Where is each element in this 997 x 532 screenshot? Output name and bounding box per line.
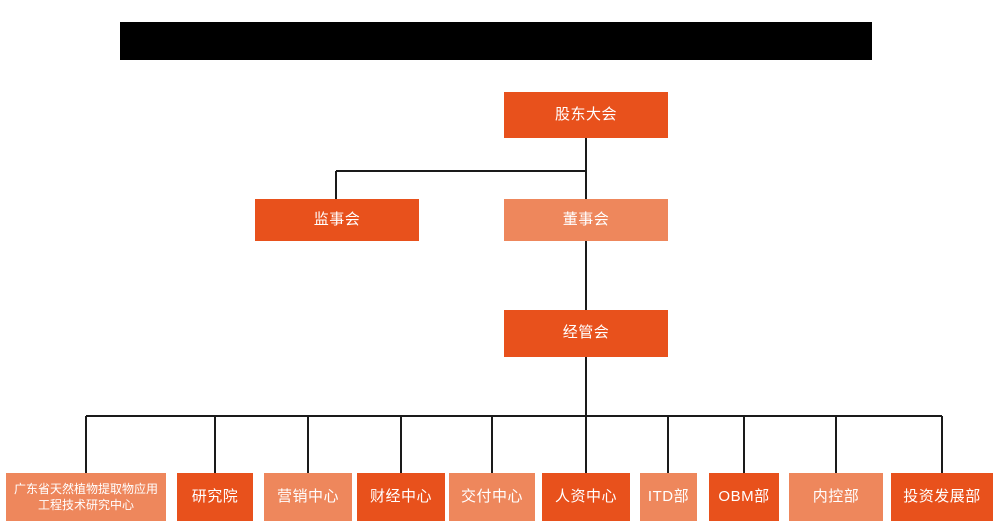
- node-shareholders[interactable]: 股东大会: [504, 92, 668, 138]
- node-label: 经管会: [562, 324, 610, 342]
- node-label: 内控部: [812, 487, 860, 505]
- node-internal-control-dept[interactable]: 内控部: [789, 473, 883, 521]
- node-investment-development-dept[interactable]: 投资发展部: [891, 473, 993, 521]
- node-delivery-center[interactable]: 交付中心: [449, 473, 535, 521]
- node-label: OBM部: [718, 487, 770, 505]
- node-label: 监事会: [313, 210, 361, 228]
- node-supervisors[interactable]: 监事会: [255, 199, 419, 241]
- node-management[interactable]: 经管会: [504, 310, 668, 357]
- node-label: 股东大会: [554, 105, 617, 123]
- node-label: 财经中心: [369, 487, 432, 505]
- node-obm-dept[interactable]: OBM部: [709, 473, 779, 521]
- title-banner: [120, 22, 872, 60]
- node-research-center[interactable]: 广东省天然植物提取物应用工程技术研究中心: [6, 473, 166, 521]
- node-hr-center[interactable]: 人资中心: [542, 473, 630, 521]
- node-label: ITD部: [647, 487, 690, 505]
- node-finance-center[interactable]: 财经中心: [357, 473, 445, 521]
- node-label: 交付中心: [460, 487, 523, 505]
- node-itd-dept[interactable]: ITD部: [640, 473, 697, 521]
- node-label: 营销中心: [276, 487, 339, 505]
- node-label: 研究院: [191, 487, 239, 505]
- node-label: 董事会: [562, 210, 610, 228]
- node-label: 人资中心: [554, 487, 617, 505]
- node-label: 广东省天然植物提取物应用工程技术研究中心: [13, 481, 158, 512]
- node-marketing-center[interactable]: 营销中心: [264, 473, 352, 521]
- node-label: 投资发展部: [903, 487, 981, 505]
- node-directors[interactable]: 董事会: [504, 199, 668, 241]
- node-institute[interactable]: 研究院: [177, 473, 253, 521]
